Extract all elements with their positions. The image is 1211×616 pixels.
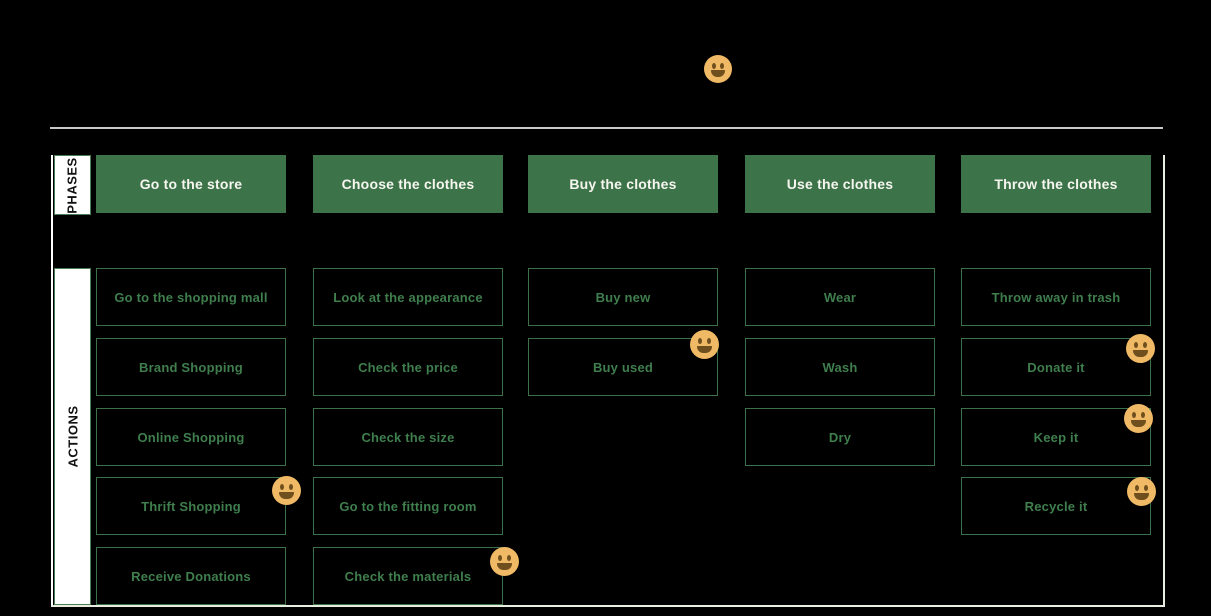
phase-label: Buy the clothes	[569, 176, 677, 192]
action-recycle-it[interactable]: Recycle it	[961, 477, 1151, 535]
emoji-eye	[1144, 485, 1148, 491]
emoji-eye	[280, 484, 284, 490]
title-separator-line	[50, 127, 1163, 129]
actions-label: ACTIONS	[65, 405, 80, 468]
phase-choose-the-clothes[interactable]: Choose the clothes	[313, 155, 503, 213]
emoji-eye	[498, 555, 502, 561]
emoji-eye	[1134, 342, 1138, 348]
action-label: Keep it	[1033, 429, 1079, 445]
emoji-mouth	[497, 563, 512, 570]
action-label: Buy new	[595, 289, 651, 305]
action-label: Throw away in trash	[991, 289, 1121, 305]
action-label: Receive Donations	[131, 568, 251, 584]
phase-label: Use the clothes	[786, 176, 894, 192]
action-label: Thrift Shopping	[141, 498, 241, 514]
action-receive-donations[interactable]: Receive Donations	[96, 547, 286, 605]
action-go-to-the-shopping-mall[interactable]: Go to the shopping mall	[96, 268, 286, 326]
emoji-eye	[712, 63, 716, 69]
action-check-the-materials[interactable]: Check the materials	[313, 547, 503, 605]
action-wash[interactable]: Wash	[745, 338, 935, 396]
emoji-eye	[507, 555, 511, 561]
phase-go-to-the-store[interactable]: Go to the store	[96, 155, 286, 213]
slightly-smiling-face-icon-keep-it[interactable]	[1124, 404, 1153, 433]
action-look-at-the-appearance[interactable]: Look at the appearance	[313, 268, 503, 326]
action-donate-it[interactable]: Donate it	[961, 338, 1151, 396]
action-check-the-size[interactable]: Check the size	[313, 408, 503, 466]
slightly-smiling-face-icon-buy-used[interactable]	[690, 330, 719, 359]
table-right-border	[1163, 155, 1165, 607]
action-dry[interactable]: Dry	[745, 408, 935, 466]
action-keep-it[interactable]: Keep it	[961, 408, 1151, 466]
slightly-smiling-face-icon-check-the-materials[interactable]	[490, 547, 519, 576]
emoji-mouth	[1131, 420, 1146, 427]
phase-label: Go to the store	[139, 176, 243, 192]
action-label: Donate it	[1027, 359, 1085, 375]
slightly-smiling-face-icon[interactable]	[704, 55, 732, 83]
action-go-to-the-fitting-room[interactable]: Go to the fitting room	[313, 477, 503, 535]
action-label: Check the price	[358, 359, 458, 375]
slightly-smiling-face-icon-recycle-it[interactable]	[1127, 477, 1156, 506]
phase-throw-the-clothes[interactable]: Throw the clothes	[961, 155, 1151, 213]
emoji-eye	[1143, 342, 1147, 348]
action-online-shopping[interactable]: Online Shopping	[96, 408, 286, 466]
emoji-mouth	[1133, 350, 1148, 357]
action-brand-shopping[interactable]: Brand Shopping	[96, 338, 286, 396]
phase-buy-the-clothes[interactable]: Buy the clothes	[528, 155, 718, 213]
emoji-eye	[720, 63, 724, 69]
row-label-phases: PHASES	[54, 155, 91, 215]
action-buy-new[interactable]: Buy new	[528, 268, 718, 326]
action-throw-away-in-trash[interactable]: Throw away in trash	[961, 268, 1151, 326]
action-label: Brand Shopping	[139, 359, 243, 375]
action-label: Wash	[822, 359, 858, 375]
phase-label: Choose the clothes	[341, 176, 475, 192]
phase-label: Throw the clothes	[994, 176, 1118, 192]
slightly-smiling-face-icon-donate-it[interactable]	[1126, 334, 1155, 363]
action-thrift-shopping[interactable]: Thrift Shopping	[96, 477, 286, 535]
emoji-mouth	[1134, 493, 1149, 500]
table-left-border	[51, 155, 53, 605]
table-bottom-border	[51, 605, 1165, 607]
action-label: Dry	[828, 429, 852, 445]
action-label: Check the materials	[344, 568, 472, 584]
emoji-eye	[698, 338, 702, 344]
action-wear[interactable]: Wear	[745, 268, 935, 326]
emoji-mouth	[279, 492, 294, 499]
emoji-eye	[1135, 485, 1139, 491]
action-buy-used[interactable]: Buy used	[528, 338, 718, 396]
emoji-mouth	[711, 70, 725, 77]
action-label: Go to the fitting room	[339, 498, 477, 514]
phases-label: PHASES	[65, 156, 80, 214]
emoji-eye	[289, 484, 293, 490]
phase-use-the-clothes[interactable]: Use the clothes	[745, 155, 935, 213]
action-label: Recycle it	[1024, 498, 1088, 514]
action-check-the-price[interactable]: Check the price	[313, 338, 503, 396]
action-label: Go to the shopping mall	[114, 289, 268, 305]
action-label: Wear	[823, 289, 857, 305]
emoji-eye	[1132, 412, 1136, 418]
emoji-mouth	[697, 346, 712, 353]
action-label: Online Shopping	[137, 429, 245, 445]
slightly-smiling-face-icon-thrift-shopping[interactable]	[272, 476, 301, 505]
row-label-actions: ACTIONS	[54, 268, 91, 605]
emoji-eye	[707, 338, 711, 344]
action-label: Look at the appearance	[333, 289, 483, 305]
action-label: Buy used	[592, 359, 654, 375]
action-label: Check the size	[361, 429, 455, 445]
emoji-eye	[1141, 412, 1145, 418]
